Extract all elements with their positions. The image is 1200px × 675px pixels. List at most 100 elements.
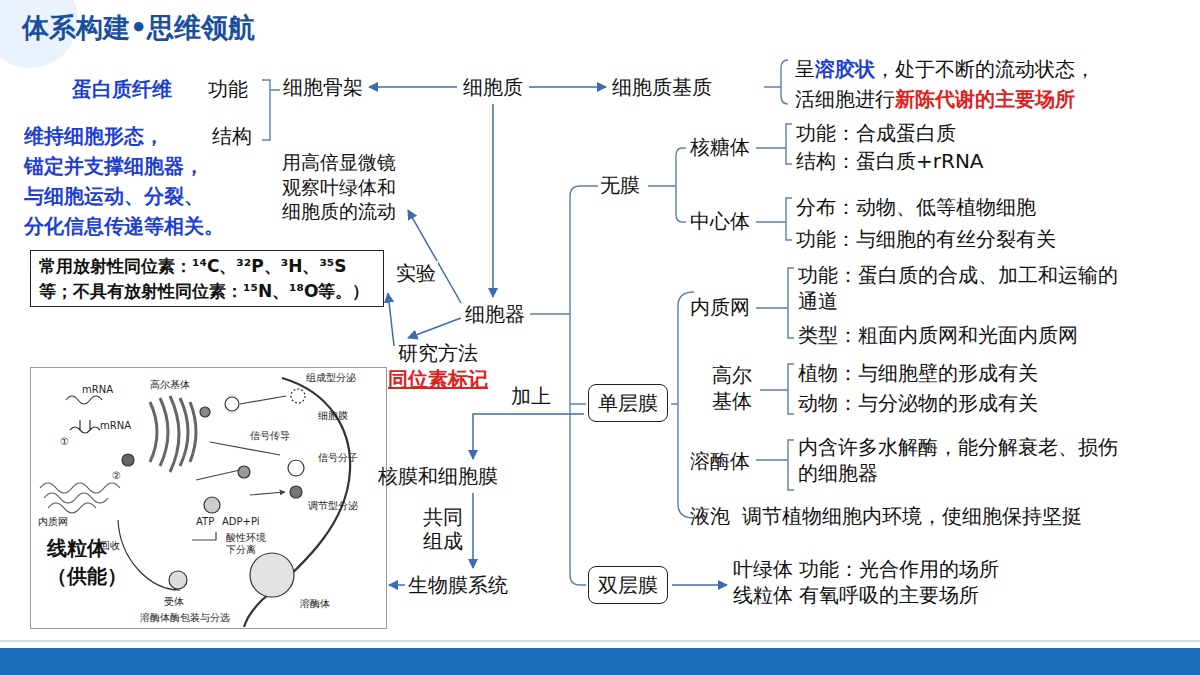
figure-label: 信号分子 [318, 452, 358, 464]
note-text: 溶酶体 [690, 448, 750, 474]
label-line: 核糖体 [690, 134, 750, 160]
cell-illustration [40, 378, 350, 627]
label-line: 内质网 [38, 516, 68, 528]
note-text: 新陈代谢的主要场所 [895, 86, 1075, 112]
edge-label: 加上 [509, 384, 553, 408]
node-text: 研究方法 [398, 340, 488, 366]
note-text: 功能：蛋白质的合成、加工和运输的通道 [798, 262, 1133, 314]
page-title: 体系构建•思维领航 [22, 10, 255, 45]
label-line: 动物：与分泌物的形成有关 [798, 390, 1038, 416]
note-text: 无膜 [600, 172, 640, 198]
node-text: 细胞骨架 [283, 74, 363, 100]
arrow-connector [473, 414, 584, 459]
illustration-box: 线粒体 （供能） [30, 367, 387, 629]
note-text: 内含许多水解酶，能分解衰老、损伤的细胞器 [798, 434, 1133, 486]
label-line: 信号分子 [318, 452, 358, 464]
figure-label: 酸性环境下分离 [226, 532, 268, 555]
label-line: 组成型分泌 [306, 372, 356, 384]
label-line: mRNA [82, 384, 113, 396]
membrane-box: 双层膜 [588, 566, 668, 604]
node-text: 叶绿体 功能：光合作用的场所 [733, 556, 999, 582]
label-line: 受体 [164, 596, 184, 608]
label-line: 结构 [212, 123, 252, 149]
arrow-connector [472, 493, 474, 568]
label-line: 与细胞运动、分裂、 [24, 183, 204, 209]
figure-label: 调节型分泌 [308, 500, 358, 512]
membrane-box: 单层膜 [588, 384, 668, 422]
note-text: 功能：与细胞的有丝分裂有关 [796, 226, 1056, 252]
label-line: 结构：蛋白质+rRNA [796, 148, 984, 174]
note-text: 液泡 [690, 503, 730, 529]
label-line: 蛋白质纤维 [72, 76, 172, 102]
node-text: 生物膜系统 [408, 572, 508, 598]
figure-label: 内质网 [38, 516, 68, 528]
label-line: mRNA [100, 420, 131, 432]
label-line: 信号传导 [250, 430, 290, 442]
note-text: 核糖体 [690, 134, 750, 160]
brackets [262, 60, 794, 585]
label-line: 溶酶体酶包装与分选 [140, 612, 230, 624]
concept: 细胞质 [463, 74, 523, 100]
note-text: 蛋白质纤维 [72, 76, 172, 102]
concept: 生物膜系统 [408, 572, 508, 598]
label-line: 回收 [100, 540, 120, 552]
label-line: 功能：合成蛋白质 [796, 120, 956, 146]
figure-label: 溶酶体 [300, 598, 330, 610]
figure-label: 信号传导 [250, 430, 290, 442]
label-line: 细胞膜 [318, 410, 348, 422]
node-text: 双层膜 [598, 572, 658, 598]
arrow-connector [369, 86, 457, 88]
arrow-connector [389, 584, 405, 586]
node-text: 线粒体 （供能） [47, 534, 137, 590]
note-text: 结构 [212, 123, 252, 149]
arrow-connector [529, 86, 606, 88]
note-text: 与细胞运动、分裂、 [24, 183, 204, 209]
footer-bar [0, 648, 1200, 675]
label-line: 无膜 [600, 172, 640, 198]
note-text: 高尔基体 [712, 362, 754, 414]
arrow-connector [492, 104, 494, 297]
figure-label: 受体 [164, 596, 184, 608]
node-text: 线粒体 有氧呼吸的主要场所 [733, 582, 999, 608]
label-line: 溶酶体 [300, 598, 330, 610]
label-line: 高尔基体 [150, 379, 190, 391]
label-line: 植物：与细胞壁的形成有关 [798, 360, 1038, 386]
figure-label: mRNA [100, 420, 131, 432]
label-line: 分布：动物、低等植物细胞 [796, 194, 1036, 220]
label-line: 功能：蛋白质的合成、加工和运输的通道 [798, 262, 1133, 314]
note-text: 锚定并支撑细胞器， [24, 153, 204, 179]
note-text: 分化信息传递等相关。 [24, 213, 224, 239]
label-line: ① [60, 436, 69, 448]
figure-label: ATP [196, 516, 214, 528]
concept: 细胞器 [465, 301, 525, 327]
concept: 细胞骨架 [283, 74, 363, 100]
figure-label: ADP+Pi [222, 516, 260, 528]
note-text: 调节植物细胞内环境，使细胞保持坚挺 [742, 503, 1082, 529]
figure-label: 细胞膜 [318, 410, 348, 422]
arrow-connector [408, 318, 461, 338]
concept: 细胞质基质 [612, 74, 712, 100]
note-text: 呈 [795, 56, 815, 82]
node-text: 细胞器 [465, 301, 525, 327]
note-text: 内质网 [690, 294, 750, 320]
node-text: 常用放射性同位素：¹⁴C、³²P、³H、³⁵S等；不具有放射性同位素：¹⁵N、¹… [39, 254, 375, 303]
note-text: 功能 [208, 76, 248, 102]
note-text: 中心体 [690, 208, 750, 234]
label-line: 调节植物细胞内环境，使细胞保持坚挺 [742, 503, 1082, 529]
label-line: 内质网 [690, 294, 750, 320]
figure-label: ① [60, 436, 69, 448]
node-text: 细胞质基质 [612, 74, 712, 100]
edge-label: 实验 [394, 261, 438, 285]
node-text: 核膜和细胞膜 [378, 463, 498, 489]
experiment-note: 用高倍显微镜观察叶绿体和细胞质的流动 [282, 150, 406, 224]
label-line: ADP+Pi [222, 516, 260, 528]
note-text: 类型：粗面内质网和光面内质网 [798, 322, 1078, 348]
note-text: 动物：与分泌物的形成有关 [798, 390, 1038, 416]
node-text: 同位素标记 [388, 366, 488, 392]
label-line: 调节型分泌 [308, 500, 358, 512]
label-line: 酸性环境下分离 [226, 532, 268, 555]
label-line: 液泡 [690, 503, 730, 529]
concept: 核膜和细胞膜 [378, 463, 498, 489]
figure-label: 组成型分泌 [306, 372, 356, 384]
label-line: 高尔基体 [712, 362, 754, 414]
